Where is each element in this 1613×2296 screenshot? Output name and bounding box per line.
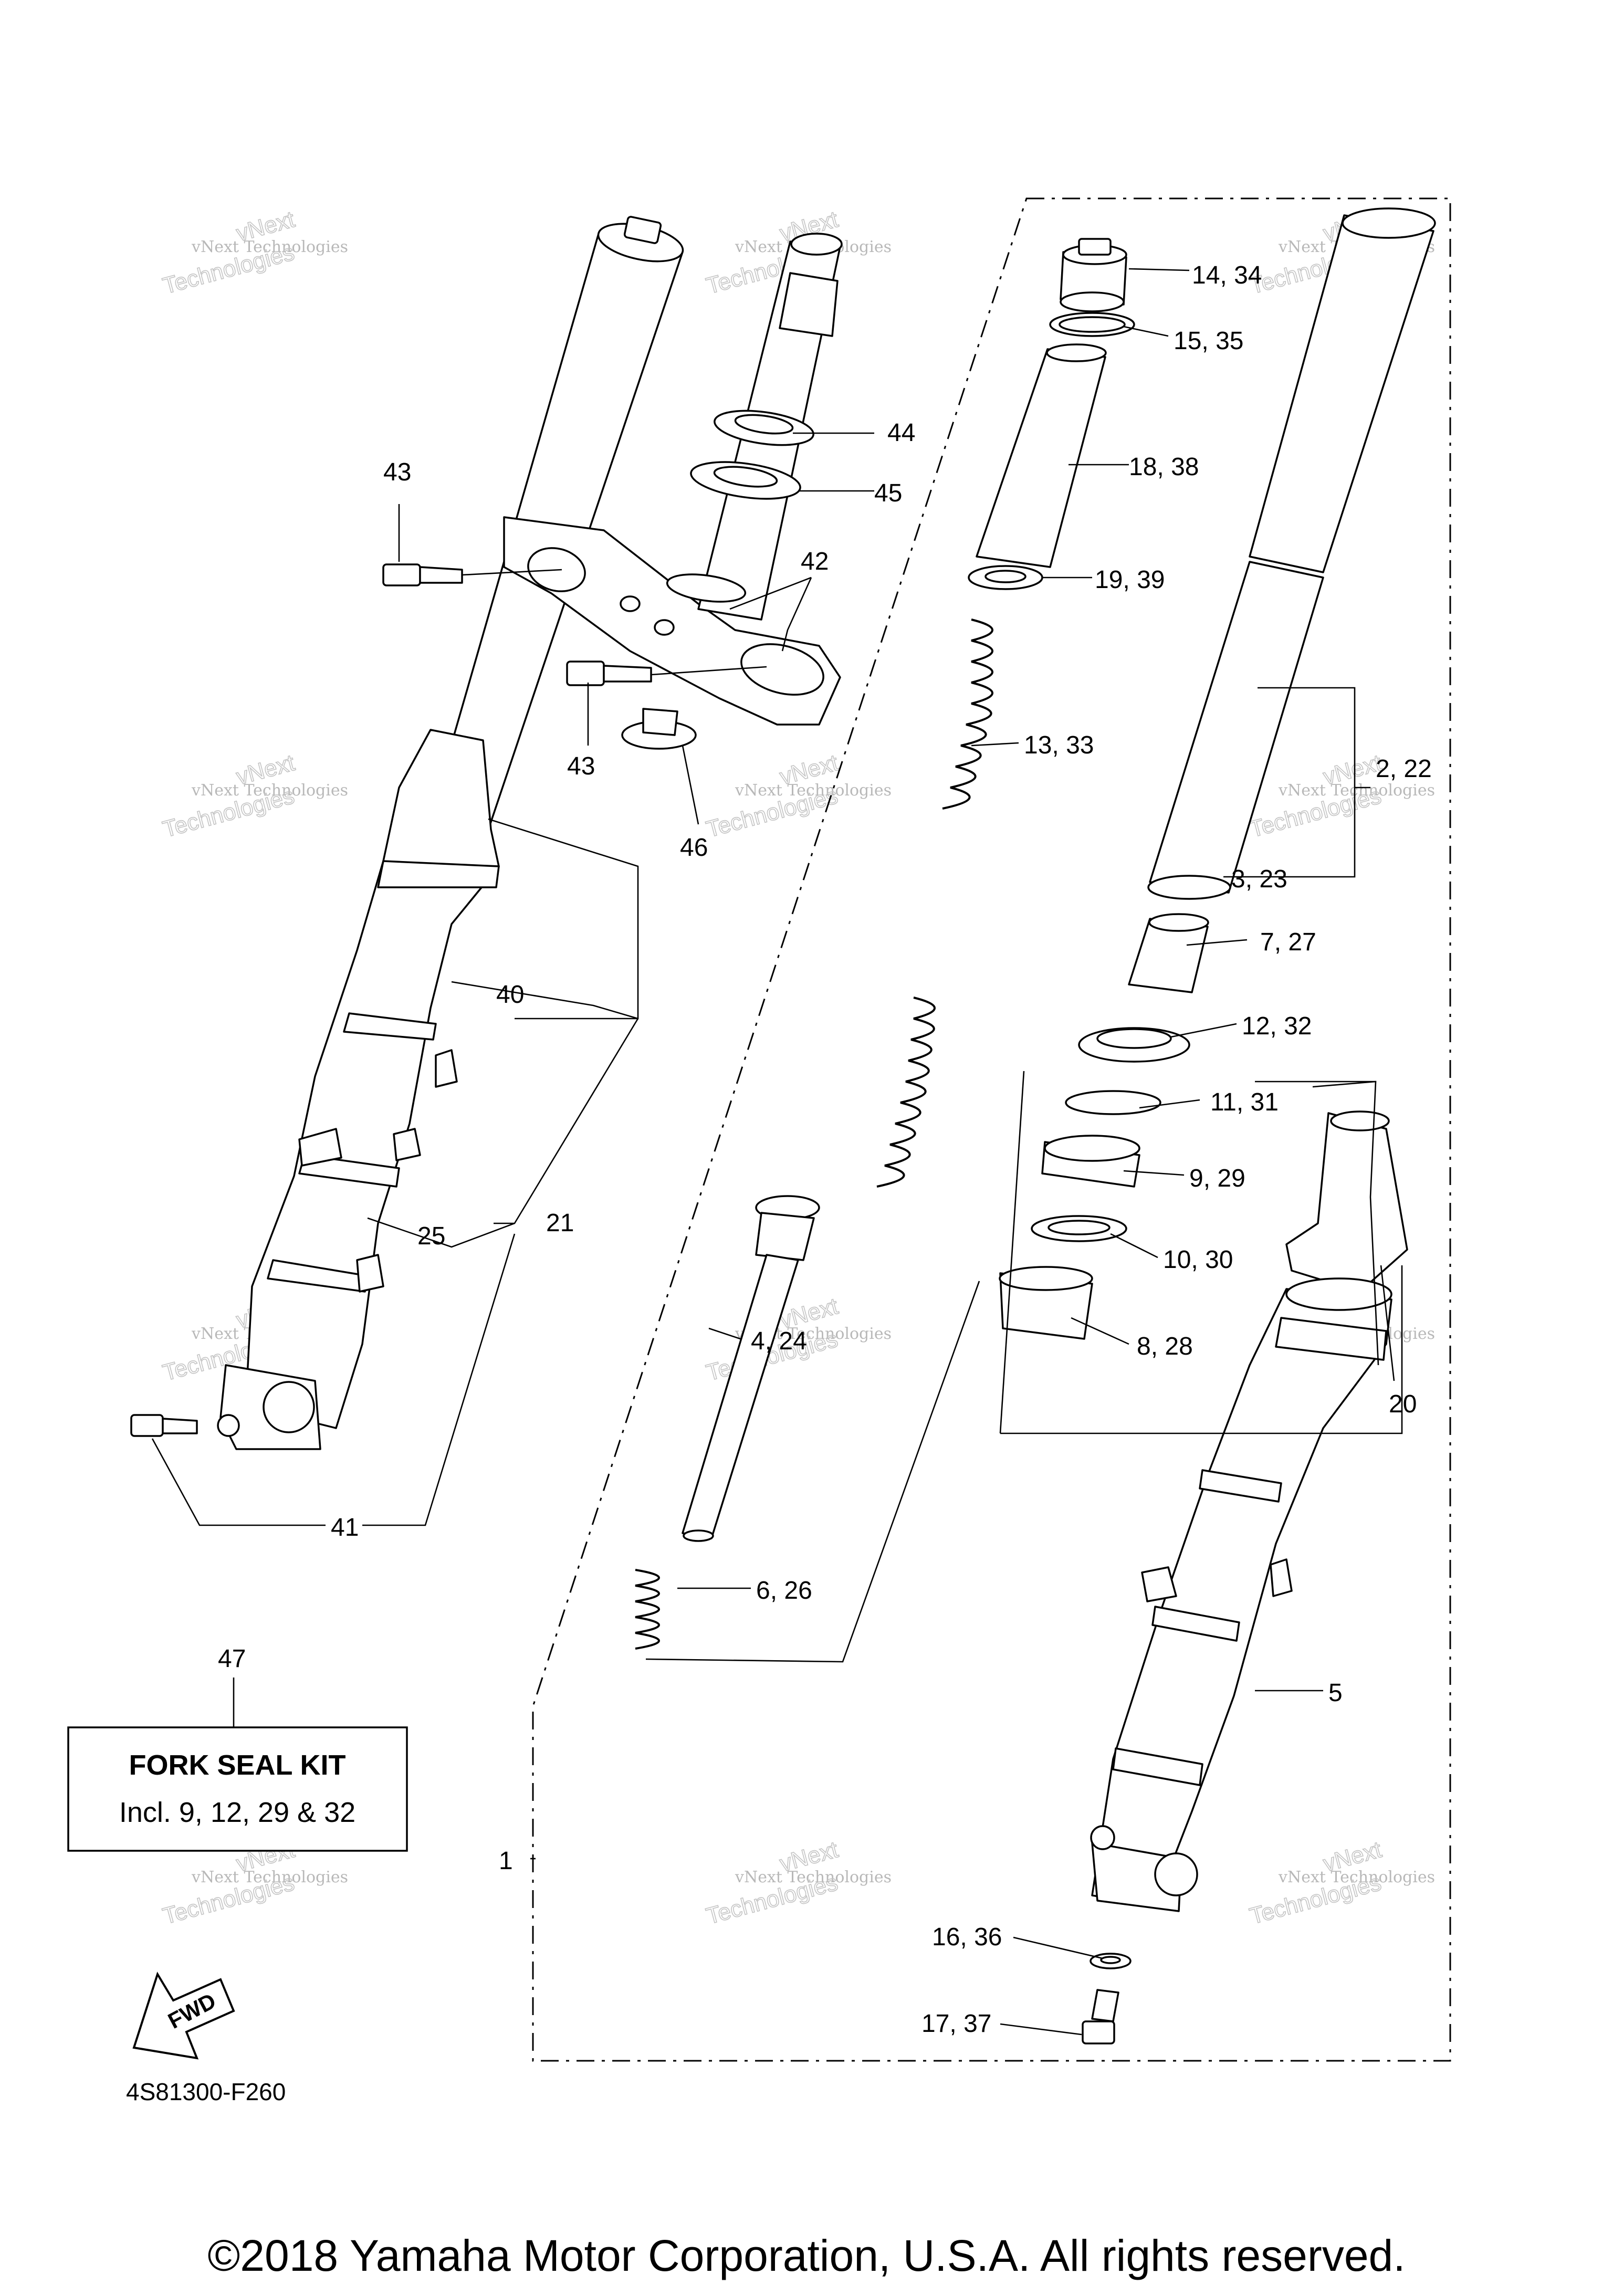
- washer-16: [1090, 1953, 1132, 1969]
- assembly-boundary: [532, 197, 1451, 2062]
- callout-5: 5: [1328, 1679, 1343, 1707]
- watermark: vNext Technologies vNext Technologies: [160, 206, 348, 299]
- copyright-notice: ©2018 Yamaha Motor Corporation, U.S.A. A…: [207, 2231, 1405, 2280]
- caliper-boss: [435, 1049, 458, 1088]
- callout-25: 25: [417, 1222, 445, 1250]
- callout-42: 42: [801, 548, 829, 575]
- bushing-7: [1128, 913, 1209, 993]
- callout-18-38: 18, 38: [1129, 453, 1199, 481]
- kit-subtitle: Incl. 9, 12, 29 & 32: [119, 1797, 355, 1828]
- stem-base-collar: [666, 573, 747, 603]
- watermark: vNext Technologies vNext Technologies: [703, 1836, 892, 1930]
- callout-labels: 43 43 42 44 45 46 40 25 21 41 14, 34 15,…: [331, 261, 1432, 2038]
- leader-lines: [151, 268, 1403, 2036]
- svg-text:vNext Technologies: vNext Technologies: [191, 781, 348, 800]
- callout-43: 43: [567, 752, 595, 780]
- callout-19-39: 19, 39: [1095, 566, 1165, 594]
- kit-title: FORK SEAL KIT: [129, 1749, 345, 1781]
- svg-text:vNext Technologies: vNext Technologies: [735, 781, 892, 800]
- o-ring-15: [1049, 312, 1135, 337]
- bolt-43-lower: [566, 661, 652, 686]
- callout-41: 41: [331, 1514, 359, 1542]
- callout-43: 43: [383, 458, 411, 486]
- inner-tube-right: [1147, 207, 1436, 900]
- svg-text:vNext Technologies: vNext Technologies: [191, 238, 348, 256]
- circlip-11: [1065, 1090, 1161, 1115]
- bolt-41: [130, 1414, 198, 1437]
- callout-16-36: 16, 36: [932, 1923, 1002, 1951]
- dust-seal-12: [1078, 1027, 1190, 1063]
- callout-13-33: 13, 33: [1024, 731, 1094, 759]
- callout-21: 21: [546, 1209, 574, 1237]
- callout-6-26: 6, 26: [756, 1577, 812, 1605]
- outer-tube-band: [298, 1154, 400, 1188]
- callout-15-35: 15, 35: [1174, 327, 1243, 355]
- slide-metal-8: [999, 1266, 1093, 1340]
- outer-tube-right: [1090, 1277, 1392, 1912]
- cap-46: [621, 708, 697, 750]
- kit-number: 47: [218, 1645, 246, 1673]
- diagram-code: 4S81300-F260: [126, 2078, 286, 2105]
- bracket-clamp-right: [740, 643, 824, 696]
- fork-spring-13: [876, 618, 993, 1188]
- outer-tube-left: [246, 729, 500, 1429]
- bracket-hole: [620, 595, 641, 612]
- fork-cap-left: [623, 216, 662, 244]
- damper-rod-4: [682, 1195, 820, 1542]
- svg-text:vNext Technologies: vNext Technologies: [191, 1868, 348, 1886]
- callout-9-29: 9, 29: [1189, 1165, 1245, 1192]
- bolt-hole-left: [217, 1414, 240, 1437]
- bearing-lower: [690, 461, 801, 500]
- bolt-43-upper: [382, 563, 463, 586]
- caliper-boss: [393, 1128, 421, 1161]
- callout-2-22: 2, 22: [1376, 755, 1432, 783]
- oil-seal-9: [1041, 1135, 1140, 1188]
- callout-7-27: 7, 27: [1260, 928, 1316, 956]
- fwd-arrow-icon: FWD: [132, 1972, 235, 2060]
- callout-4-24: 4, 24: [751, 1327, 807, 1355]
- outer-tube-band: [343, 1012, 437, 1041]
- watermark: vNext Technologies vNext Technologies: [1247, 1836, 1435, 1930]
- callout-17-37: 17, 37: [921, 2010, 991, 2038]
- fork-seal-kit: 47 FORK SEAL KIT Incl. 9, 12, 29 & 32: [67, 1645, 408, 1852]
- left-fork-assembly: [217, 216, 684, 1450]
- callout-45: 45: [874, 479, 902, 507]
- watermark: vNext Technologies vNext Technologies: [703, 749, 892, 843]
- callout-20: 20: [1389, 1390, 1417, 1418]
- washer-19: [968, 565, 1043, 590]
- lower-bracket: [503, 516, 841, 726]
- bolt-17: [1082, 1989, 1119, 2045]
- callout-3-23: 3, 23: [1231, 865, 1287, 893]
- callout-40: 40: [496, 981, 524, 1009]
- svg-text:vNext Technologies: vNext Technologies: [735, 1868, 892, 1886]
- steering-stem-top: [790, 233, 843, 256]
- bearing-upper: [714, 410, 814, 446]
- axle-hole-left: [263, 1381, 315, 1433]
- svg-text:vNext Technologies: vNext Technologies: [1278, 781, 1435, 800]
- callout-46: 46: [680, 834, 708, 862]
- bracket-hole: [654, 619, 675, 636]
- callout-8-28: 8, 28: [1137, 1333, 1193, 1360]
- callout-12-32: 12, 32: [1242, 1012, 1312, 1040]
- outer-tube-band: [267, 1259, 369, 1293]
- spacer-18: [976, 343, 1107, 568]
- watermark: vNext Technologies vNext Technologies: [160, 749, 348, 843]
- kit-box: [67, 1726, 408, 1852]
- callout-14-34: 14, 34: [1192, 261, 1262, 289]
- rebound-spring-6: [635, 1569, 660, 1650]
- outer-tube-band: [377, 860, 500, 888]
- callout-10-30: 10, 30: [1163, 1246, 1233, 1274]
- svg-text:vNext Technologies: vNext Technologies: [1278, 1868, 1435, 1886]
- guard-20: [1285, 1110, 1408, 1293]
- callout-1: 1: [499, 1847, 513, 1875]
- cap-bolt-14: [1060, 238, 1127, 312]
- caliper-boss: [298, 1128, 342, 1167]
- callout-11-31: 11, 31: [1210, 1088, 1279, 1116]
- stem-thread: [779, 272, 839, 337]
- caliper-boss: [356, 1254, 384, 1293]
- callout-44: 44: [887, 419, 915, 447]
- washer-10: [1031, 1215, 1127, 1242]
